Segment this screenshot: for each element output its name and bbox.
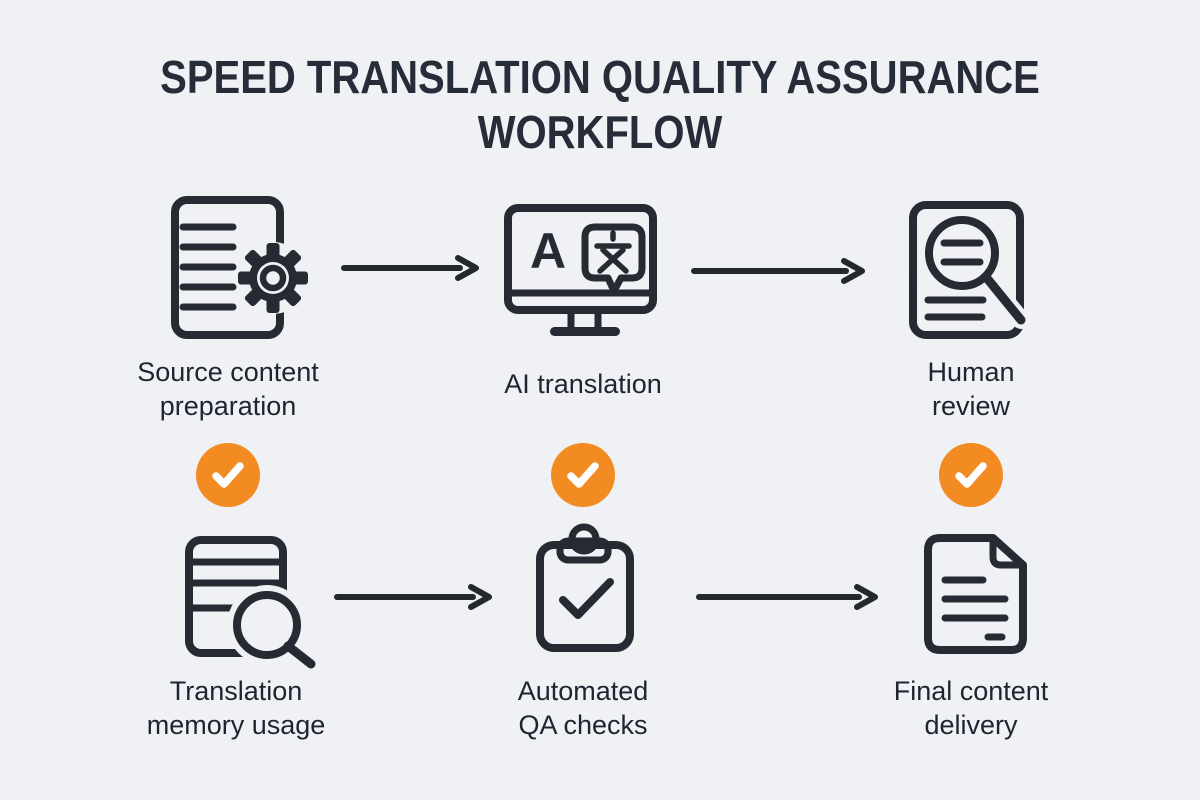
document-gear-icon [171, 196, 309, 339]
step-label-ai-translation: AI translation [504, 369, 662, 399]
chinese-character-wen-icon [594, 230, 632, 274]
document-delivery-icon [924, 534, 1027, 654]
check-badge [551, 443, 615, 507]
check-icon [567, 462, 599, 488]
check-icon [212, 462, 244, 488]
arrow-right-icon [691, 258, 865, 284]
diagram-title: SPEED TRANSLATION QUALITY ASSURANCE WORK… [160, 51, 1040, 158]
translation-monitor-icon: A [504, 204, 657, 336]
check-icon [559, 578, 614, 619]
clipboard-check-icon [536, 523, 634, 652]
magnifier-icon [233, 591, 301, 659]
step-label-automated-qa-checks: Automated QA checks [517, 676, 649, 740]
arrow-right-icon [341, 255, 479, 281]
arrow-right-icon [696, 584, 878, 610]
check-badge [939, 443, 1003, 507]
check-badge [196, 443, 260, 507]
step-label-final-content-delivery: Final content delivery [893, 676, 1049, 740]
magnifier-icon [925, 216, 999, 290]
step-label-translation-memory-usage: Translation memory usage [146, 676, 326, 740]
letter-a-glyph: A [530, 223, 566, 279]
step-label-source-content-preparation: Source content preparation [137, 357, 319, 421]
document-magnifier-icon [909, 201, 1030, 339]
translation-memory-icon [185, 536, 319, 670]
check-icon [955, 462, 987, 488]
arrow-right-icon [334, 584, 492, 610]
step-label-human-review: Human review [927, 357, 1015, 421]
